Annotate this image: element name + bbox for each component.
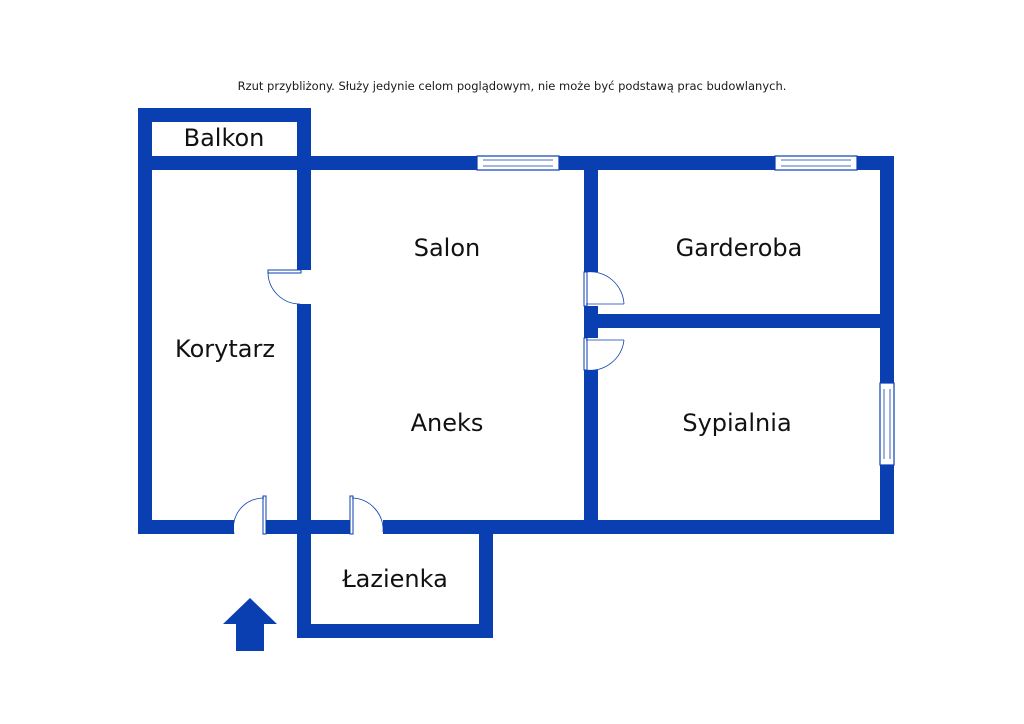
entrance-arrow-icon <box>223 598 277 651</box>
room-label-salon: Salon <box>414 234 481 262</box>
door-aneks-sypialnia <box>583 337 625 371</box>
wall-balkon-right <box>297 108 311 170</box>
wall-lazienka-bottom <box>297 624 493 638</box>
wall-outer-left <box>138 108 152 534</box>
wall-bottom-left <box>138 520 234 534</box>
window-garderoba <box>774 155 858 171</box>
room-label-sypialnia: Sypialnia <box>682 409 791 437</box>
walls <box>138 108 894 638</box>
wall-top-main <box>297 156 894 170</box>
door-entrance <box>233 495 267 535</box>
wall-korytarz-salon-lower <box>297 304 311 534</box>
door-korytarz-salon <box>267 269 302 305</box>
wall-salon-right-upper <box>584 170 598 272</box>
room-label-aneks: Aneks <box>411 409 484 437</box>
wall-lazienka-left <box>297 534 311 638</box>
wall-korytarz-salon-upper <box>297 170 311 270</box>
wall-lazienka-right <box>479 534 493 638</box>
room-label-garderoba: Garderoba <box>676 234 803 262</box>
wall-balkon-bottom <box>152 156 297 170</box>
wall-garderoba-sypialnia <box>598 314 880 328</box>
wall-salon-right-lower <box>584 370 598 534</box>
room-label-balkon: Balkon <box>184 124 265 152</box>
door-lazienka <box>349 495 384 535</box>
wall-salon-right-mid <box>584 306 598 338</box>
door-salon-garderoba <box>583 271 625 307</box>
room-label-lazienka: Łazienka <box>341 565 448 593</box>
wall-outer-right <box>880 156 894 534</box>
window-sypialnia <box>879 382 895 466</box>
window-salon <box>476 155 560 171</box>
wall-balkon-top <box>138 108 311 122</box>
wall-bottom-mid <box>266 520 350 534</box>
room-label-korytarz: Korytarz <box>175 335 275 363</box>
disclaimer-text: Rzut przybliżony. Służy jedynie celom po… <box>237 79 787 93</box>
wall-bottom-right <box>383 520 894 534</box>
